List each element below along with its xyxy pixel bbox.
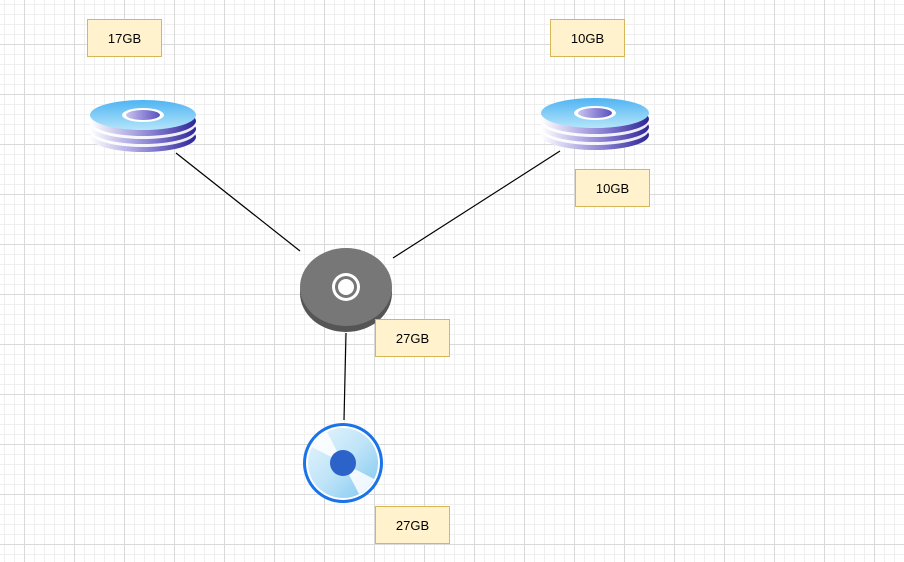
edge-hub-to-left-stack <box>175 152 301 252</box>
capacity-label-bottom: 27GB <box>375 506 450 544</box>
storage-disk-stack-icon[interactable] <box>90 100 196 152</box>
edge-hub-to-right-stack <box>392 150 561 259</box>
optical-disc-hub-icon[interactable] <box>300 248 392 332</box>
capacity-label-top-right: 10GB <box>550 19 625 57</box>
capacity-label-center: 27GB <box>375 319 450 357</box>
edge-hub-to-cd <box>343 332 347 421</box>
storage-disk-stack-icon[interactable] <box>541 98 649 150</box>
cd-rom-icon[interactable] <box>303 423 383 503</box>
capacity-label-right: 10GB <box>575 169 650 207</box>
capacity-label-top-left: 17GB <box>87 19 162 57</box>
